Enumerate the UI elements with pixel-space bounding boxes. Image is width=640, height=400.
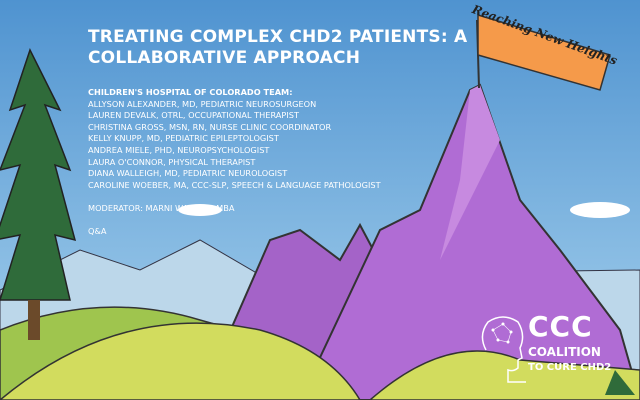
team-member: DIANA WALLEIGH, MD, PEDIATRIC NEUROLOGIS… (88, 168, 288, 179)
team-member: LAUREN DEVALK, OTRL, OCCUPATIONAL THERAP… (88, 110, 299, 121)
team-member: CAROLINE WOEBER, MA, CCC-SLP, SPEECH & L… (88, 179, 381, 190)
team-member: CHRISTINA GROSS, MSN, RN, NURSE CLINIC C… (88, 121, 332, 132)
team-member: ANDREA MIELE, PHD, NEUROPSYCHOLOGIST (88, 144, 270, 155)
team-member: KELLY KNUPP, MD, PEDIATRIC EPILEPTOLOGIS… (88, 133, 279, 144)
logo-line-1: COALITION (528, 345, 601, 359)
team-member: LAURA O'CONNOR, PHYSICAL THERAPIST (88, 156, 256, 167)
team-heading: CHILDREN'S HOSPITAL OF COLORADO TEAM: (88, 87, 293, 97)
logo-line-2: TO CURE CHD2 (528, 362, 612, 373)
moderator: MODERATOR: MARNI WARREN, MBA (88, 203, 235, 213)
logo-acronym: CCC (528, 310, 593, 343)
team-list: CHILDREN'S HOSPITAL OF COLORADO TEAM: AL… (88, 87, 381, 191)
brain-head-icon (481, 316, 526, 383)
qa-label: Q&A (88, 226, 107, 236)
ccc-logo: CCC COALITION TO CURE CHD2 (478, 310, 638, 390)
team-member: ALLYSON ALEXANDER, MD, PEDIATRIC NEUROSU… (88, 98, 317, 109)
slide-title: TREATING COMPLEX CHD2 PATIENTS: A COLLAB… (88, 27, 468, 68)
